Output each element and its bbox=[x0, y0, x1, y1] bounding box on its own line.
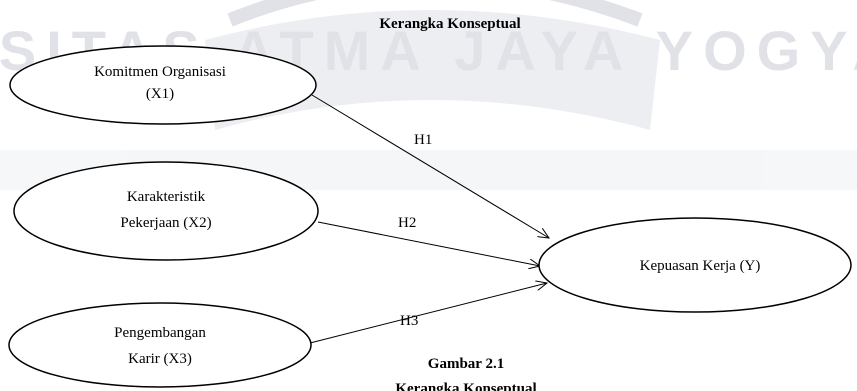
node-x1-label-line2: (X1) bbox=[146, 86, 174, 102]
node-x1-label-line1: Komitmen Organisasi bbox=[94, 64, 226, 80]
node-x3: Pengembangan Karir (X3) bbox=[8, 302, 312, 388]
node-x3-label-line1: Pengembangan bbox=[114, 325, 206, 341]
edge-h3-arrow bbox=[309, 283, 547, 344]
node-x2-label-line1: Karakteristik bbox=[127, 189, 206, 205]
node-x3-ellipse bbox=[8, 302, 312, 388]
edge-h2-arrow bbox=[317, 221, 540, 266]
edge-label-h3: H3 bbox=[400, 313, 418, 329]
figure-caption-number: Gambar 2.1 bbox=[428, 356, 504, 372]
watermark-arc-top bbox=[227, 0, 643, 27]
watermark-arc-body bbox=[205, 10, 660, 130]
edge-h1-arrow bbox=[311, 94, 549, 238]
node-x3-label-line2: Karir (X3) bbox=[128, 351, 192, 367]
node-y-label: Kepuasan Kerja (Y) bbox=[640, 258, 761, 274]
node-x1: Komitmen Organisasi (X1) bbox=[9, 45, 317, 125]
node-x2-label-line2: Pekerjaan (X2) bbox=[120, 215, 211, 231]
edge-label-h2: H2 bbox=[398, 215, 416, 231]
edge-label-h1: H1 bbox=[414, 132, 432, 148]
node-x2-ellipse bbox=[13, 161, 319, 261]
node-y: Kepuasan Kerja (Y) bbox=[538, 217, 852, 313]
figure-caption-title: Kerangka Konseptual bbox=[395, 381, 536, 391]
diagram-title: Kerangka Konseptual bbox=[379, 16, 520, 32]
node-y-ellipse bbox=[538, 217, 852, 313]
node-x2: Karakteristik Pekerjaan (X2) bbox=[13, 161, 319, 261]
node-x1-ellipse bbox=[9, 45, 317, 125]
